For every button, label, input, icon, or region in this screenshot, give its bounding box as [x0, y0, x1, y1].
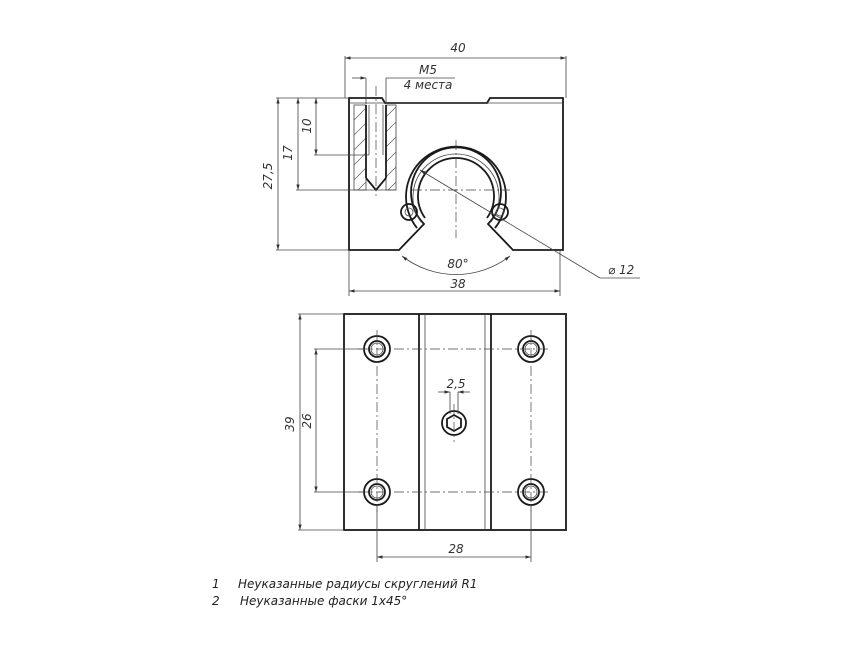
top-body-outline — [343, 313, 567, 531]
note-1-text: Неуказанные радиусы скруглений R1 — [238, 577, 477, 591]
dim-thread-depth: 10 — [300, 118, 314, 134]
dim-width-top: 40 — [450, 41, 466, 55]
notes: 1 Неуказанные радиусы скруглений R1 2 Не… — [212, 577, 477, 608]
dim-thread: M5 — [419, 63, 437, 77]
dim-hole-spacing-v: 26 — [300, 413, 314, 429]
dim-bore: ⌀ 12 — [608, 263, 634, 277]
note-2-text: Неуказанные фаски 1х45° — [240, 594, 407, 608]
angle-arc — [401, 255, 511, 275]
dim-angle: 80° — [447, 257, 468, 271]
front-view: 40 M5 4 места 27,5 17 10 ⌀ 12 80° 38 — [261, 41, 640, 296]
front-body-outline — [348, 97, 564, 251]
dim-thread-count: 4 места — [404, 78, 453, 92]
top-view: 39 26 28 2,5 — [283, 313, 567, 562]
note-1-number: 1 — [212, 577, 220, 591]
dim-top-height: 39 — [283, 416, 297, 431]
right-retaining-screw — [491, 203, 509, 221]
dim-hole-spacing-h: 28 — [448, 542, 464, 556]
right-screw-core — [495, 207, 505, 217]
dim-width-bottom: 38 — [450, 277, 466, 291]
left-retaining-screw — [400, 203, 418, 221]
note-2-number: 2 — [212, 594, 220, 608]
dim-height-total: 27,5 — [261, 163, 275, 190]
dim-grease-hole: 2,5 — [446, 377, 465, 391]
threaded-hole-section — [353, 104, 397, 192]
left-screw-core — [404, 207, 414, 217]
dim-height-axis: 17 — [281, 145, 295, 161]
